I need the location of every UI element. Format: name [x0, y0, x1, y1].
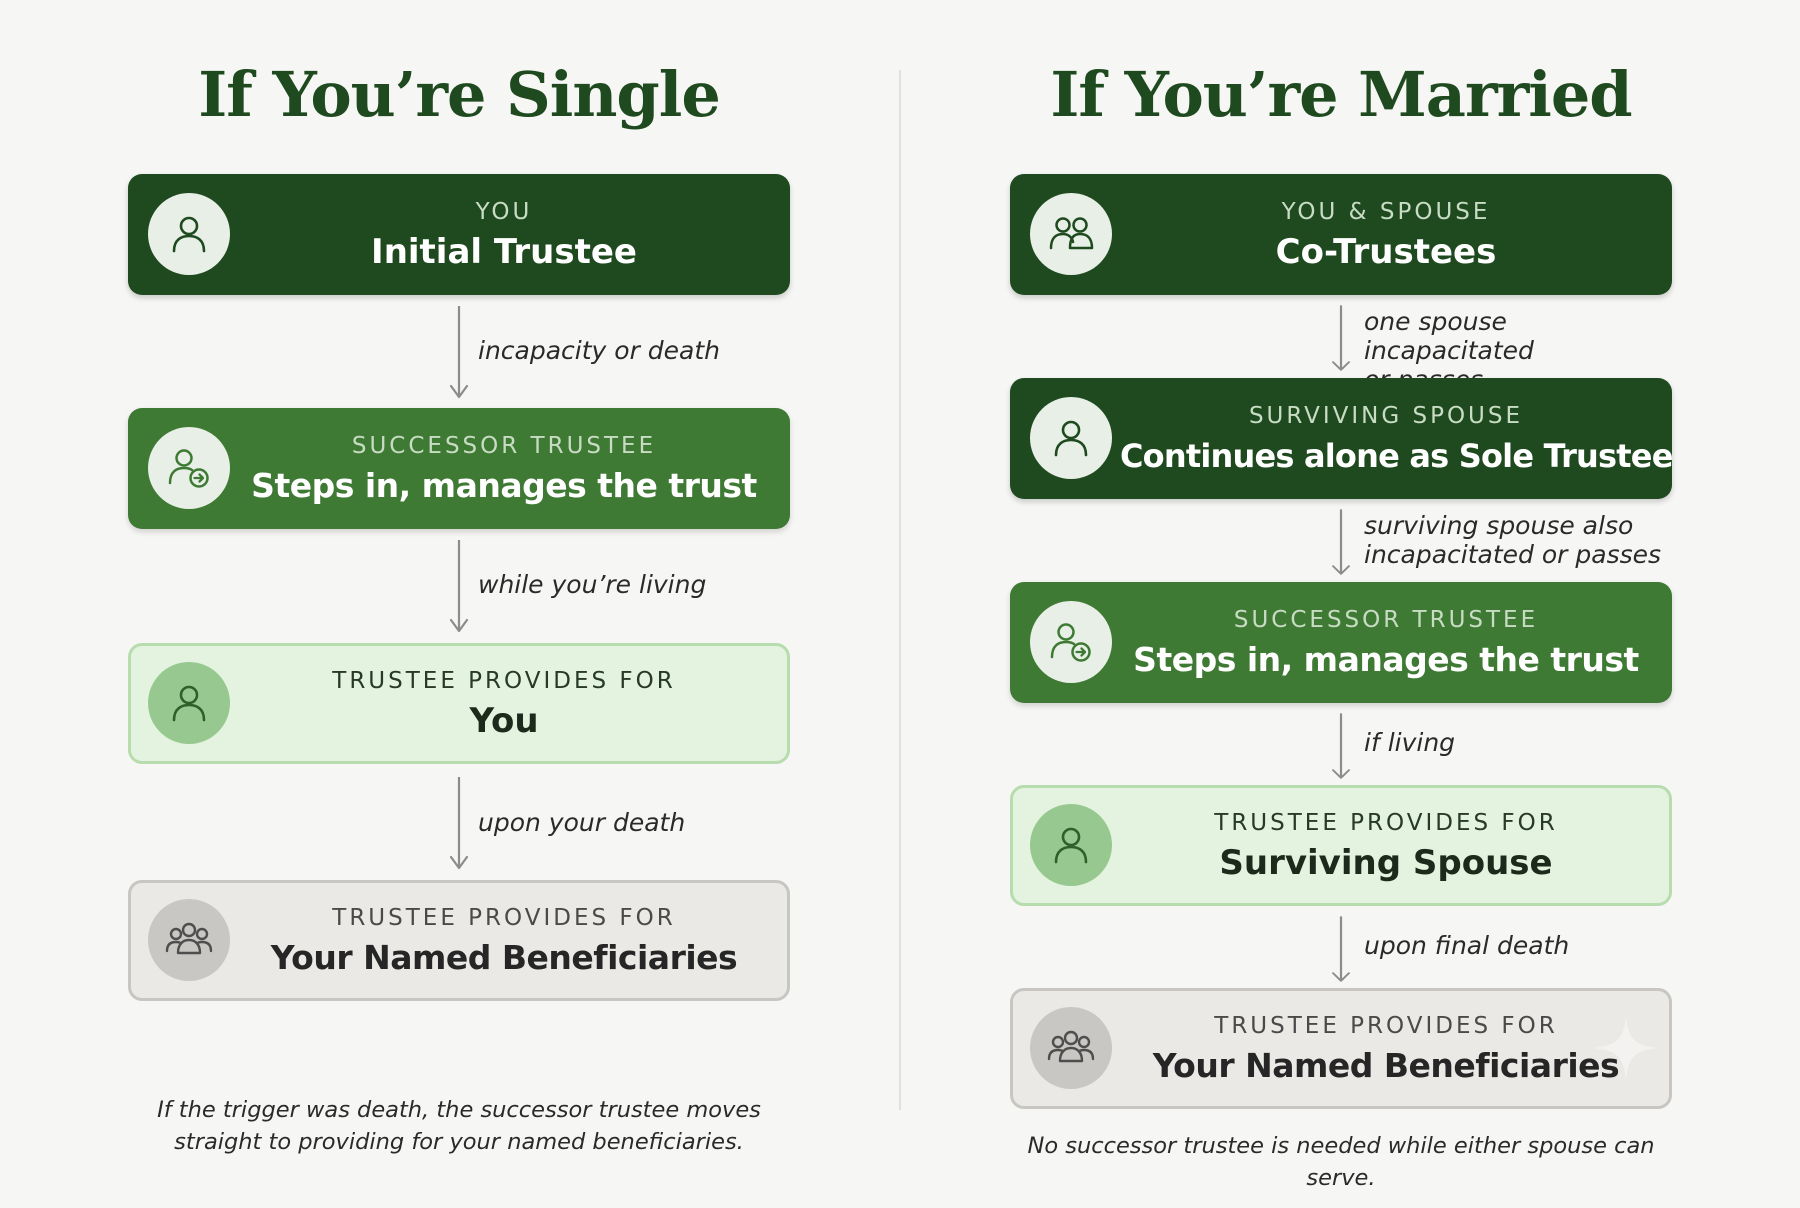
transition-label: surviving spouse also incapacitated or p…: [1364, 511, 1661, 569]
person-icon: [1030, 397, 1112, 479]
card-name: Initial Trustee: [371, 232, 637, 272]
column-divider: [899, 70, 901, 1110]
footnote-line: straight to providing for your named ben…: [174, 1129, 744, 1155]
down-arrow: [449, 775, 469, 871]
transition-label: while you’re living: [478, 570, 707, 599]
married-card-co-trustees: YOU & SPOUSE Co-Trustees: [1010, 174, 1672, 295]
card-label: TRUSTEE PROVIDES FOR: [1214, 810, 1558, 836]
footnote-line: If the trigger was death, the successor …: [157, 1097, 761, 1123]
card-name: Steps in, manages the trust: [251, 466, 757, 505]
card-label: TRUSTEE PROVIDES FOR: [332, 668, 676, 694]
transition-line: one spouse incapacitated: [1364, 307, 1534, 365]
single-card-initial-trustee: YOU Initial Trustee: [128, 174, 790, 295]
down-arrow: [1331, 712, 1351, 780]
two-people-icon: [1030, 193, 1112, 275]
married-footnote: No successor trustee is needed while eit…: [1027, 1133, 1655, 1191]
person-icon: [148, 662, 230, 744]
down-arrow: [1331, 304, 1351, 372]
transition-label: incapacity or death: [478, 336, 721, 365]
down-arrow: [1331, 508, 1351, 576]
person-arrow-icon: [1030, 601, 1112, 683]
group-icon: [1030, 1007, 1112, 1089]
card-label: SURVIVING SPOUSE: [1248, 403, 1524, 429]
transition-label: if living: [1364, 728, 1456, 757]
card-name: Your Named Beneficiaries: [1152, 1046, 1620, 1085]
transition-label: upon your death: [478, 808, 686, 837]
card-name: You: [469, 701, 539, 741]
married-column: If You’re Married YOU & SPOUSE Co-Truste…: [1010, 0, 1673, 1208]
transition-line: surviving spouse also: [1364, 511, 1634, 540]
married-card-provides-spouse: TRUSTEE PROVIDES FOR Surviving Spouse: [1010, 785, 1672, 906]
single-footnote: If the trigger was death, the successor …: [128, 1094, 790, 1158]
card-label: SUCCESSOR TRUSTEE: [351, 433, 657, 459]
married-card-sole-trustee: SURVIVING SPOUSE Continues alone as Sole…: [1010, 378, 1673, 499]
down-arrow: [449, 304, 469, 400]
group-icon: [148, 899, 230, 981]
single-card-provides-you: TRUSTEE PROVIDES FOR You: [128, 643, 790, 764]
card-name: Your Named Beneficiaries: [270, 938, 738, 977]
transition-line: incapacitated or passes: [1364, 540, 1662, 569]
card-label: YOU & SPOUSE: [1281, 199, 1491, 225]
sparkle-icon: [1593, 1015, 1659, 1081]
card-name: Steps in, manages the trust: [1133, 640, 1639, 679]
down-arrow: [1331, 915, 1351, 983]
card-label: TRUSTEE PROVIDES FOR: [1214, 1013, 1558, 1039]
down-arrow: [449, 538, 469, 634]
married-card-beneficiaries: TRUSTEE PROVIDES FOR Your Named Benefici…: [1010, 988, 1672, 1109]
card-name: Continues alone as Sole Trustee: [1120, 437, 1673, 475]
transition-label: upon final death: [1364, 931, 1570, 960]
married-title: If You’re Married: [1050, 58, 1632, 131]
single-card-beneficiaries: TRUSTEE PROVIDES FOR Your Named Benefici…: [128, 880, 790, 1001]
person-icon: [1030, 804, 1112, 886]
married-card-successor-trustee: SUCCESSOR TRUSTEE Steps in, manages the …: [1010, 582, 1672, 703]
card-label: YOU: [475, 199, 533, 225]
single-column: If You’re Single YOU Initial Trustee inc…: [128, 0, 790, 1208]
person-icon: [148, 193, 230, 275]
card-name: Co-Trustees: [1275, 232, 1497, 272]
person-arrow-icon: [148, 427, 230, 509]
single-title: If You’re Single: [198, 58, 721, 131]
card-label: TRUSTEE PROVIDES FOR: [332, 905, 676, 931]
card-label: SUCCESSOR TRUSTEE: [1233, 607, 1539, 633]
single-card-successor-trustee: SUCCESSOR TRUSTEE Steps in, manages the …: [128, 408, 790, 529]
card-name: Surviving Spouse: [1219, 843, 1553, 883]
